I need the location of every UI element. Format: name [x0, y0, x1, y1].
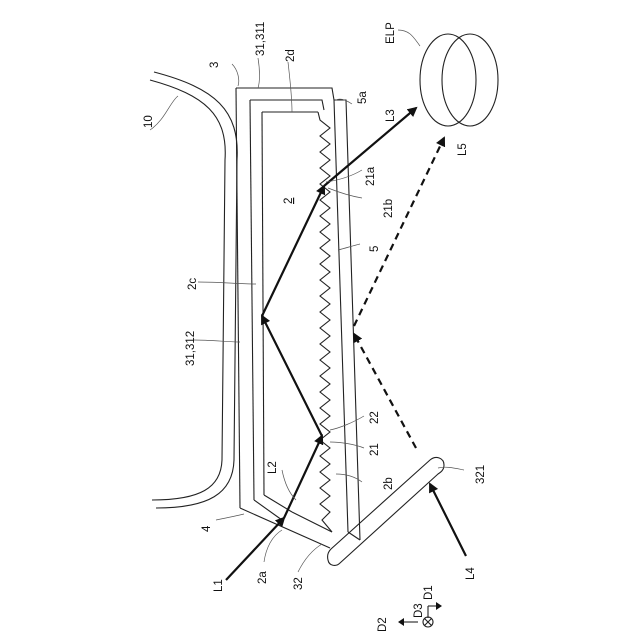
label-surface-2c: 2c	[187, 278, 199, 290]
light-guide	[292, 112, 332, 532]
label-region-311: 31,311	[255, 22, 267, 56]
label-prism-21: 21	[369, 443, 381, 456]
label-dir-D1: D1	[423, 585, 435, 600]
label-surface-2b: 2b	[383, 477, 395, 490]
label-dir-D2: D2	[377, 617, 389, 632]
label-light-L3: L3	[385, 109, 397, 122]
label-surface-21a: 21a	[365, 166, 377, 186]
label-eye-ELP: ELP	[385, 22, 397, 44]
label-source-321: 321	[475, 465, 487, 484]
label-region-312: 31,312	[185, 331, 197, 366]
light-ray-L4-L5	[354, 138, 466, 556]
label-surface-2a: 2a	[257, 571, 269, 584]
label-light-L2: L2	[267, 461, 279, 474]
label-surface-2d: 2d	[285, 49, 297, 62]
label-housing: 3	[209, 62, 221, 68]
label-film: 5	[369, 246, 381, 252]
label-part-4: 4	[201, 525, 213, 532]
light-ray-L1-L3	[226, 108, 416, 580]
label-windshield: 10	[143, 115, 155, 128]
label-light-L4: L4	[465, 567, 477, 580]
label-light-L5: L5	[457, 143, 469, 156]
housing-frame	[236, 88, 334, 548]
label-prism-22: 22	[369, 411, 381, 424]
label-guide: 2	[283, 198, 295, 204]
eye-box	[420, 34, 498, 126]
label-light-L1: L1	[213, 579, 225, 592]
light-source-tube	[328, 458, 444, 566]
leader-lines	[150, 30, 464, 572]
label-surface-21b: 21b	[383, 199, 395, 218]
label-dir-D3: D3	[413, 603, 425, 618]
label-surface-5a: 5a	[357, 91, 369, 104]
labels: 10 3 31,311 2d 5a L3 21a 21b 2 5 2c 31,3…	[143, 22, 487, 632]
label-part-32: 32	[293, 577, 305, 590]
